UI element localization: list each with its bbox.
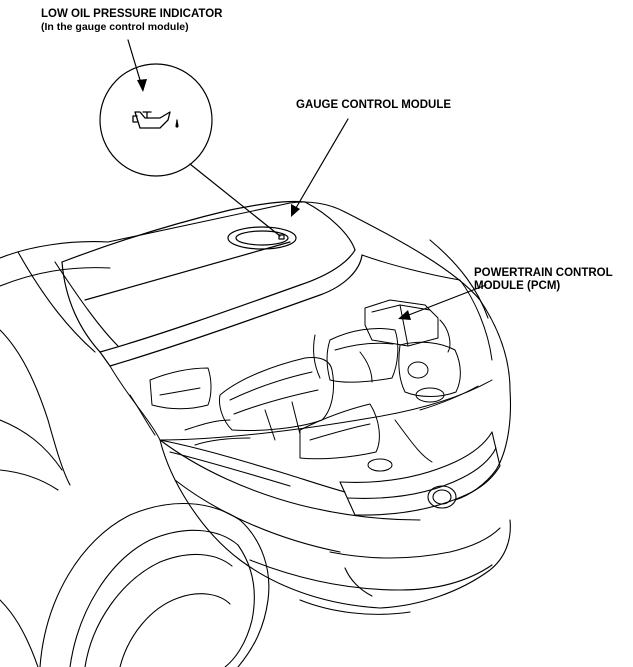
oil-indicator-arrowhead bbox=[137, 79, 147, 92]
leader-lines bbox=[127, 39, 487, 319]
oil-indicator-label: LOW OIL PRESSURE INDICATOR (In the gauge… bbox=[41, 8, 222, 34]
pcm-arrowhead bbox=[398, 310, 411, 320]
oil-can-icon bbox=[132, 111, 179, 129]
pcm-label-line1: POWERTRAIN CONTROL bbox=[474, 267, 613, 279]
gauge-module-arrowhead bbox=[291, 204, 300, 217]
front-wheel bbox=[39, 502, 270, 667]
raised-hood bbox=[61, 200, 363, 367]
pcm-leader bbox=[400, 284, 487, 319]
oil-indicator-subtitle: (In the gauge control module) bbox=[41, 21, 189, 33]
leader-arrowheads bbox=[137, 79, 411, 320]
pcm-label-line2: MODULE (PCM) bbox=[474, 280, 561, 292]
oil-indicator-title: LOW OIL PRESSURE INDICATOR bbox=[41, 8, 223, 20]
engine-bay bbox=[109, 254, 493, 472]
gauge-module-label: GAUGE CONTROL MODULE bbox=[296, 99, 452, 111]
indicator-detail-circle bbox=[99, 63, 213, 177]
vehicle-body bbox=[0, 201, 512, 667]
pcm-label: POWERTRAIN CONTROL MODULE (PCM) bbox=[474, 267, 613, 293]
circle-to-gauge-leader bbox=[189, 163, 281, 237]
gauge-module-leader bbox=[292, 118, 349, 214]
front-bumper bbox=[159, 431, 511, 615]
